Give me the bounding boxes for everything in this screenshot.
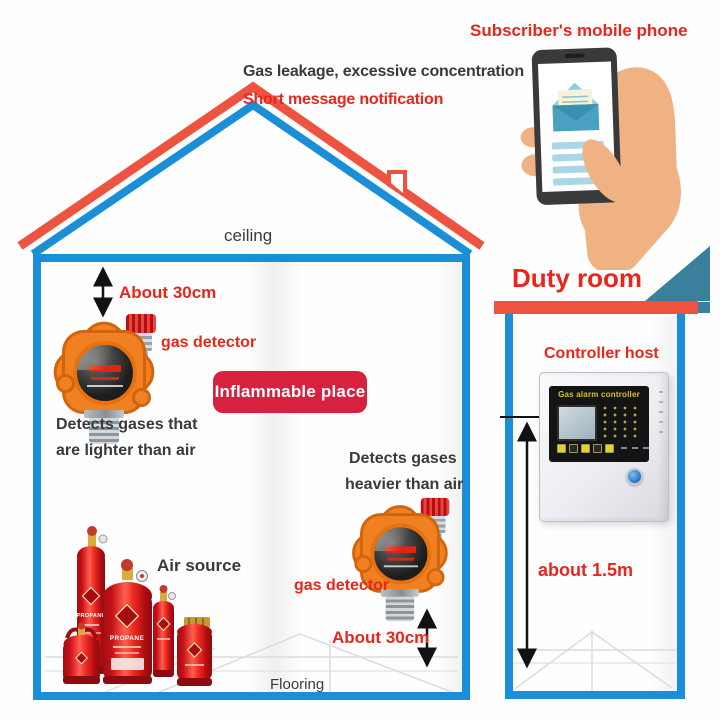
header-black-line: Gas leakage, excessive concentration	[243, 63, 524, 80]
phone-speaker	[564, 53, 585, 59]
gas-detector-upper	[44, 312, 166, 446]
detector-display	[73, 341, 137, 405]
subscriber-phone-title: Subscriber's mobile phone	[470, 21, 688, 40]
house-walls	[33, 254, 470, 700]
cylinder-small-right	[177, 617, 212, 686]
gas-cylinders: PROPANE PROPANE	[63, 526, 212, 686]
cylinder-large: PROPANE	[103, 559, 152, 684]
mount-ear	[132, 388, 151, 407]
thumb	[582, 139, 628, 203]
detector-display	[370, 523, 432, 585]
duty-room-title: Duty room	[512, 263, 642, 293]
panel-button	[557, 444, 566, 453]
controller-lcd-screen	[557, 405, 597, 441]
roof-blue-line	[30, 100, 473, 258]
gas-detector-lower	[343, 496, 459, 623]
lower-clearance-label: About 30cm	[332, 628, 430, 647]
controller-lock-knob	[626, 468, 643, 485]
header-red-line: Short message notification	[243, 91, 444, 108]
controller-panel-title: Gas alarm controller	[558, 390, 640, 399]
panel-button	[569, 444, 578, 453]
upper-clearance-label: About 30cm	[119, 283, 217, 302]
mounting-height-label: about 1.5m	[538, 560, 634, 580]
lower-detector-desc1: Detects gases	[349, 450, 457, 467]
dutyroom-roof-bar	[494, 301, 698, 314]
mount-ear	[426, 568, 445, 587]
chimney-inner	[391, 174, 403, 193]
controller-host-label: Controller host	[544, 345, 659, 362]
air-source-label: Air source	[157, 556, 242, 575]
display-label-line	[87, 385, 123, 387]
flooring-label: Flooring	[270, 676, 325, 693]
upper-detector-label: gas detector	[161, 334, 257, 351]
dutyroom-teal-stub	[697, 302, 710, 313]
panel-button	[593, 444, 602, 453]
panel-button	[605, 444, 614, 453]
lower-detector-label: gas detector	[294, 577, 390, 594]
ceiling-label: ceiling	[224, 226, 273, 245]
controller-buttons	[557, 444, 614, 453]
mount-ear	[56, 374, 75, 393]
cylinder-brand-label: PROPANE	[77, 613, 106, 619]
cylinder-small-left	[63, 622, 100, 684]
sensor-head-cap	[126, 314, 156, 333]
dutyroom-teal-triangle	[645, 246, 710, 301]
pipe-collar	[380, 589, 419, 597]
controller-side-vents	[659, 391, 663, 433]
display-glare	[77, 345, 133, 371]
threaded-pipe	[89, 418, 119, 444]
mount-ear	[354, 554, 373, 573]
panel-marks	[621, 447, 649, 449]
controller-host-device: Gas alarm controller	[539, 372, 669, 522]
controller-indicator-grid	[603, 406, 643, 440]
upper-detector-desc1: Detects gases that	[56, 416, 198, 433]
display-glare	[374, 527, 428, 552]
pipe-collar	[84, 410, 124, 418]
lower-detector-desc2: heavier than air	[345, 476, 464, 493]
threaded-pipe	[385, 596, 415, 622]
display-label-line	[383, 565, 418, 568]
panel-button	[581, 444, 590, 453]
sensor-head-cap	[420, 497, 450, 516]
dutyroom-walls	[505, 314, 685, 699]
controller-front-panel: Gas alarm controller	[549, 386, 649, 462]
cylinder-brand-label: PROPANE	[110, 635, 145, 642]
upper-detector-desc2: are lighter than air	[56, 442, 196, 459]
cylinder-medium	[153, 585, 176, 677]
message-envelope-icon	[552, 82, 600, 132]
dutyroom-floor-lines	[513, 630, 677, 694]
inflammable-place-tag: Inflammable place	[213, 371, 367, 413]
subscriber-phone-illustration	[520, 47, 681, 270]
